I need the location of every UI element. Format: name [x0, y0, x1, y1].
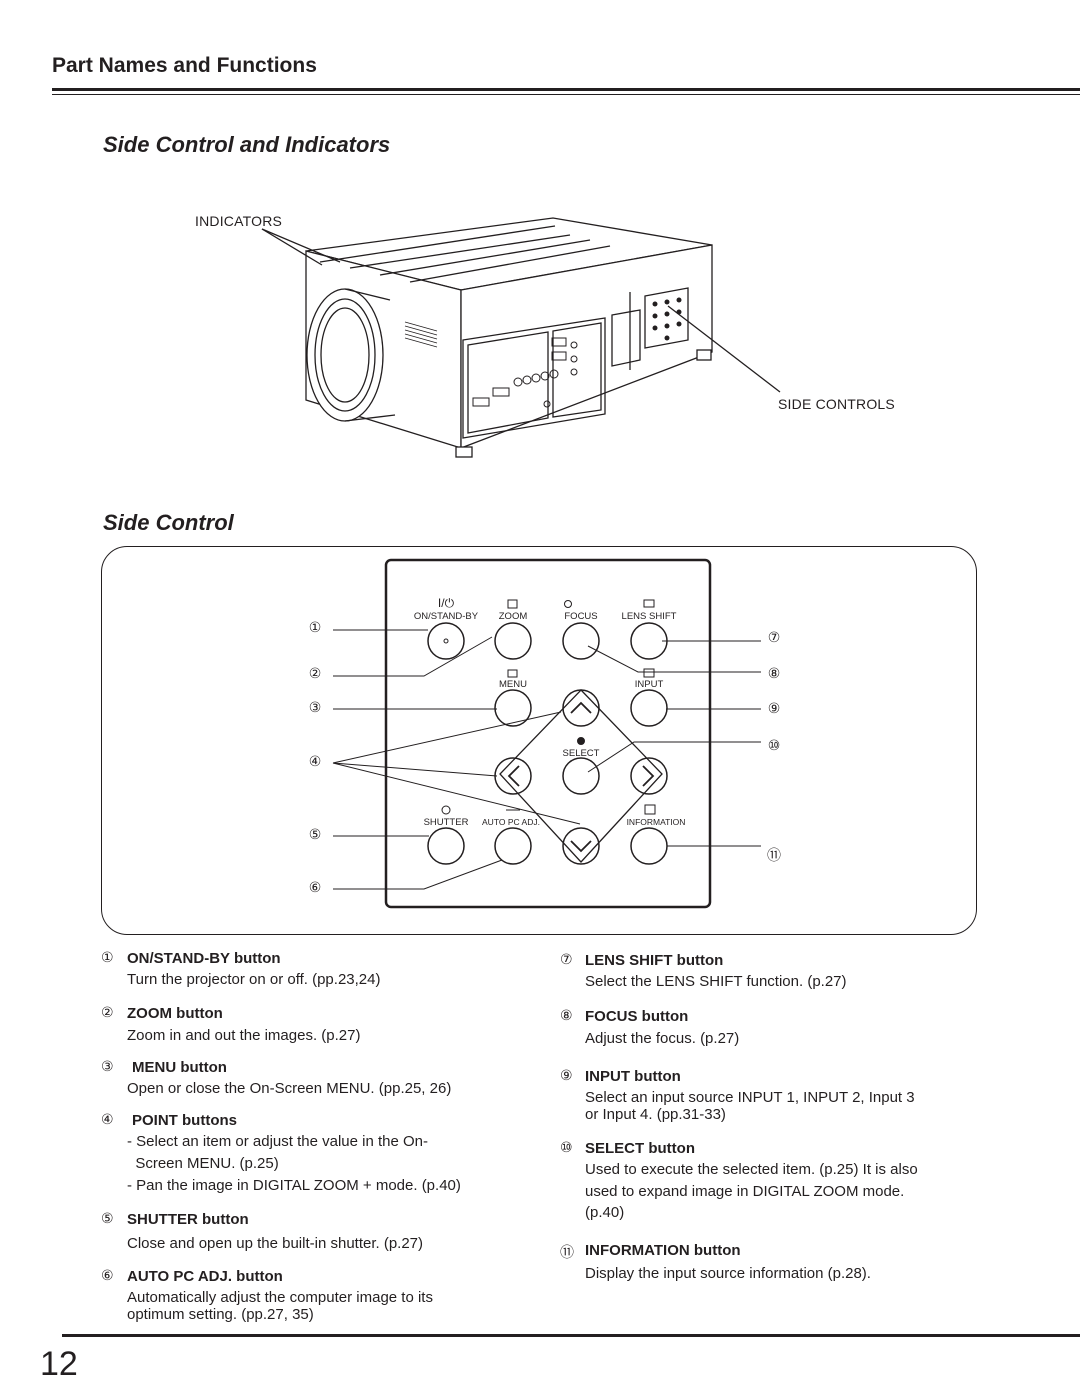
shutter-label: SHUTTER: [423, 817, 469, 828]
callout-7: ⑦: [767, 630, 781, 646]
shutter-icon: [441, 805, 451, 815]
lens-shift-icon: [643, 599, 655, 608]
indicators-label: INDICATORS: [195, 213, 283, 229]
item-6-title: AUTO PC ADJ. button: [127, 1268, 283, 1285]
section-title-side-control-indicators: Side Control and Indicators: [103, 132, 391, 157]
item-2-num: ②: [101, 1005, 114, 1021]
page-number: 12: [40, 1345, 78, 1383]
select-label: SELECT: [562, 748, 600, 759]
item-2-desc: Zoom in and out the images. (p.27): [127, 1027, 361, 1044]
item-8-title: FOCUS button: [585, 1008, 689, 1025]
item-5-title: SHUTTER button: [127, 1211, 249, 1228]
item-8-desc: Adjust the focus. (p.27): [585, 1030, 740, 1047]
select-button[interactable]: [562, 757, 600, 795]
item-7-title: LENS SHIFT button: [585, 952, 724, 969]
item-5-desc: Close and open up the built-in shutter. …: [127, 1235, 424, 1252]
auto-pc-adj-button[interactable]: [494, 827, 532, 865]
item-9-desc-line-1: Select an input source INPUT 1, INPUT 2,…: [585, 1089, 915, 1106]
menu-label: MENU: [499, 679, 527, 690]
item-5-num: ⑤: [101, 1211, 114, 1227]
shutter-button[interactable]: [427, 827, 465, 865]
zoom-label: ZOOM: [498, 611, 528, 622]
item-6-desc-line-2: optimum setting. (pp.27, 35): [127, 1306, 314, 1323]
item-3-num: ③: [101, 1059, 114, 1075]
zoom-button[interactable]: [494, 622, 532, 660]
item-11-num: ⑪: [560, 1245, 574, 1261]
information-label: INFORMATION: [626, 817, 686, 827]
callout-11: ⑪: [767, 848, 781, 864]
point-up-button[interactable]: [562, 689, 600, 727]
item-4-desc-line-1: - Select an item or adjust the value in …: [127, 1133, 428, 1150]
item-3-desc: Open or close the On-Screen MENU. (pp.25…: [127, 1080, 452, 1097]
item-11-title: INFORMATION button: [585, 1242, 741, 1259]
header-rule: [52, 88, 1080, 91]
item-4-num: ④: [101, 1112, 114, 1128]
item-4-desc-line-2: Screen MENU. (p.25): [127, 1155, 279, 1172]
callout-2: ②: [308, 666, 322, 682]
input-button[interactable]: [630, 689, 668, 727]
focus-icon: [564, 600, 572, 608]
callout-5: ⑤: [308, 827, 322, 843]
point-down-button[interactable]: [562, 827, 600, 865]
item-10-title: SELECT button: [585, 1140, 695, 1157]
callout-4: ④: [308, 754, 322, 770]
callout-9: ⑨: [767, 701, 781, 717]
information-icon: [644, 804, 656, 815]
side-controls-label: SIDE CONTROLS: [778, 396, 895, 412]
item-3-title: MENU button: [132, 1059, 227, 1076]
lens-shift-label: LENS SHIFT: [621, 611, 677, 622]
chevron-left-icon: [507, 765, 520, 787]
zoom-icon: [507, 599, 518, 609]
footer-rule: [62, 1334, 1080, 1337]
lens-shift-button[interactable]: [630, 622, 668, 660]
item-6-num: ⑥: [101, 1268, 114, 1284]
chevron-down-icon: [570, 840, 592, 853]
item-8-num: ⑧: [560, 1008, 573, 1024]
item-10-desc-line-3: (p.40): [585, 1204, 625, 1221]
item-10-num: ⑩: [560, 1140, 573, 1156]
item-1-num: ①: [101, 950, 114, 966]
on-standby-label: ON/STAND-BY: [413, 611, 479, 622]
item-11-desc: Display the input source information (p.…: [585, 1265, 871, 1282]
item-9-desc-line-2: or Input 4. (pp.31-33): [585, 1106, 726, 1123]
item-1-title: ON/STAND-BY button: [127, 950, 281, 967]
on-standby-symbol: I/⏻: [437, 596, 455, 610]
side-control-panel-frame: [101, 546, 977, 935]
callout-1: ①: [308, 620, 322, 636]
item-6-desc-line-1: Automatically adjust the computer image …: [127, 1289, 433, 1306]
item-7-num: ⑦: [560, 952, 573, 968]
input-icon: [643, 668, 655, 678]
information-button[interactable]: [630, 827, 668, 865]
callout-6: ⑥: [308, 880, 322, 896]
header-rule-thin: [52, 94, 1080, 95]
section-title-side-control: Side Control: [103, 510, 234, 535]
menu-button[interactable]: [494, 689, 532, 727]
menu-icon: [507, 669, 518, 678]
input-label: INPUT: [634, 679, 664, 690]
side-control-panel-diagram: [332, 558, 761, 909]
page-header-title: Part Names and Functions: [52, 54, 317, 77]
chevron-up-icon: [570, 701, 592, 714]
item-2-title: ZOOM button: [127, 1005, 223, 1022]
item-10-desc-line-1: Used to execute the selected item. (p.25…: [585, 1161, 918, 1178]
callout-8: ⑧: [767, 666, 781, 682]
item-10-desc-line-2: used to expand image in DIGITAL ZOOM mod…: [585, 1183, 905, 1200]
on-standby-button[interactable]: [427, 622, 465, 660]
item-9-num: ⑨: [560, 1068, 573, 1084]
item-4-desc-line-3: - Pan the image in DIGITAL ZOOM + mode. …: [127, 1177, 461, 1194]
auto-pc-label: AUTO PC ADJ.: [482, 817, 540, 827]
select-icon: [577, 737, 585, 745]
focus-button[interactable]: [562, 622, 600, 660]
point-right-button[interactable]: [630, 757, 668, 795]
callout-3: ③: [308, 700, 322, 716]
item-4-title: POINT buttons: [132, 1112, 237, 1129]
item-1-desc: Turn the projector on or off. (pp.23,24): [127, 971, 381, 988]
focus-label: FOCUS: [564, 611, 598, 622]
callout-10: ⑩: [767, 738, 781, 754]
item-9-title: INPUT button: [585, 1068, 681, 1085]
chevron-right-icon: [642, 765, 655, 787]
projector-illustration: [261, 217, 781, 458]
item-7-desc: Select the LENS SHIFT function. (p.27): [585, 973, 847, 990]
